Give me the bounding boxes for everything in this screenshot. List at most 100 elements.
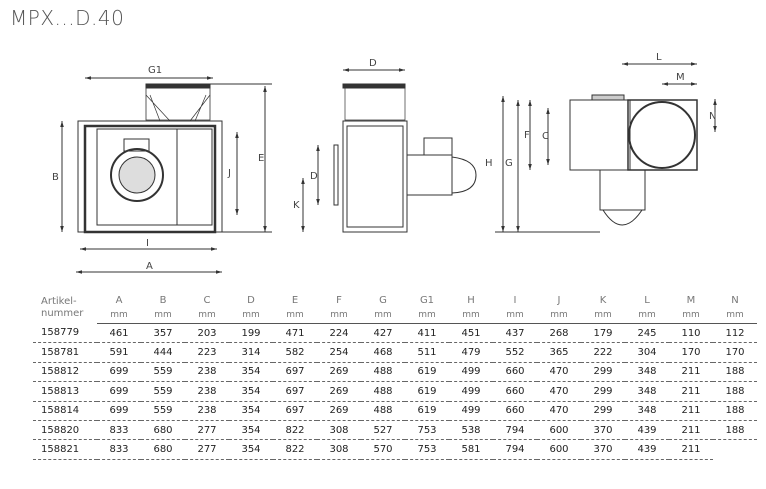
article-number-cell: 158812 bbox=[33, 362, 97, 383]
dimension-cell: 470 bbox=[537, 401, 581, 421]
dimension-cell: 224 bbox=[317, 323, 361, 344]
dimension-cell: 299 bbox=[581, 362, 625, 383]
dimension-cell: 112 bbox=[713, 323, 757, 344]
end-view bbox=[495, 62, 717, 233]
dimension-cell: 511 bbox=[405, 342, 449, 363]
dimension-cell: 488 bbox=[361, 362, 405, 383]
dimension-cell: 559 bbox=[141, 362, 185, 383]
dimension-cell: 570 bbox=[361, 439, 405, 460]
dimension-cell: 188 bbox=[713, 362, 757, 383]
dimension-cell: 354 bbox=[229, 362, 273, 383]
dimension-cell: 468 bbox=[361, 342, 405, 363]
dimension-cell: 488 bbox=[361, 401, 405, 421]
dimension-cell: 238 bbox=[185, 362, 229, 383]
dimension-cell: 619 bbox=[405, 381, 449, 402]
unit-label: mm bbox=[405, 307, 449, 324]
dimension-cell: 354 bbox=[229, 401, 273, 421]
dimension-cell: 269 bbox=[317, 401, 361, 421]
unit-label: mm bbox=[361, 307, 405, 324]
dimension-cell: 822 bbox=[273, 439, 317, 460]
dimension-cell: 470 bbox=[537, 362, 581, 383]
dimension-cell: 600 bbox=[537, 420, 581, 441]
dimension-cell: 697 bbox=[273, 362, 317, 383]
dimension-cell: 822 bbox=[273, 420, 317, 441]
dimension-cell: 552 bbox=[493, 342, 537, 363]
unit-label: mm bbox=[669, 307, 713, 324]
unit-label: mm bbox=[537, 307, 581, 324]
dimension-cell: 499 bbox=[449, 401, 493, 421]
article-number-cell: 158821 bbox=[33, 439, 97, 460]
dimension-cell: 365 bbox=[537, 342, 581, 363]
technical-drawings: G1 E B J I A D D K H G F C L M N bbox=[52, 52, 717, 274]
dimension-cell: 277 bbox=[185, 420, 229, 441]
column-header: L bbox=[644, 294, 650, 306]
dim-label-d-top: D bbox=[369, 58, 377, 69]
dimension-cell: 699 bbox=[97, 362, 141, 383]
dimension-cell: 753 bbox=[405, 420, 449, 441]
dimension-cell: 203 bbox=[185, 323, 229, 344]
dimension-cell: 591 bbox=[97, 342, 141, 363]
dimension-cell: 314 bbox=[229, 342, 273, 363]
dimension-cell: 439 bbox=[625, 420, 669, 441]
dimension-cell: 110 bbox=[669, 323, 713, 344]
dimension-cell: 471 bbox=[273, 323, 317, 344]
dimension-cell: 479 bbox=[449, 342, 493, 363]
dimension-cell: 444 bbox=[141, 342, 185, 363]
column-header: G bbox=[379, 294, 387, 306]
dimension-cell: 370 bbox=[581, 420, 625, 441]
unit-label: mm bbox=[449, 307, 493, 324]
dimension-cell: 600 bbox=[537, 439, 581, 460]
dimension-cell: 299 bbox=[581, 381, 625, 402]
dim-label-f: F bbox=[524, 130, 530, 141]
document-title: MPX...D.40 bbox=[10, 6, 125, 30]
dimension-cell: 269 bbox=[317, 362, 361, 383]
dimension-cell: 697 bbox=[273, 401, 317, 421]
dimension-cell: 211 bbox=[669, 420, 713, 441]
dimension-cell: 794 bbox=[493, 420, 537, 441]
dimension-cell: 461 bbox=[97, 323, 141, 344]
dimension-cell: 538 bbox=[449, 420, 493, 441]
dim-label-c: C bbox=[542, 131, 549, 142]
dimension-cell: 619 bbox=[405, 401, 449, 421]
dimension-cell: 699 bbox=[97, 401, 141, 421]
dimension-cell: 833 bbox=[97, 439, 141, 460]
column-header: H bbox=[467, 294, 475, 306]
dimension-cell: 268 bbox=[537, 323, 581, 344]
column-header: C bbox=[203, 294, 211, 306]
dimension-cell: 680 bbox=[141, 439, 185, 460]
dimension-cell: 697 bbox=[273, 381, 317, 402]
dimension-cell: 199 bbox=[229, 323, 273, 344]
dimension-cell: 488 bbox=[361, 381, 405, 402]
dimension-cell: 211 bbox=[669, 439, 713, 460]
dimension-cell: 794 bbox=[493, 439, 537, 460]
unit-label: mm bbox=[713, 307, 757, 324]
unit-label: mm bbox=[141, 307, 185, 324]
dim-label-b: B bbox=[52, 172, 59, 183]
dim-label-a: A bbox=[146, 261, 153, 272]
dim-label-m: M bbox=[676, 72, 685, 83]
dimension-cell: 470 bbox=[537, 381, 581, 402]
column-header: J bbox=[557, 294, 561, 306]
dimension-cell: 179 bbox=[581, 323, 625, 344]
dimension-cell: 499 bbox=[449, 381, 493, 402]
dimension-cell: 348 bbox=[625, 401, 669, 421]
dim-label-g: G bbox=[505, 158, 513, 169]
dimension-cell: 211 bbox=[669, 381, 713, 402]
dim-label-i: I bbox=[146, 238, 149, 249]
dimension-cell: 427 bbox=[361, 323, 405, 344]
side-view bbox=[301, 68, 477, 233]
column-header: E bbox=[291, 294, 299, 306]
dimension-cell: 188 bbox=[713, 381, 757, 402]
article-number-cell: 158814 bbox=[33, 401, 97, 421]
dimension-cell: 582 bbox=[273, 342, 317, 363]
dimension-cell: 188 bbox=[713, 420, 757, 441]
dim-label-g1: G1 bbox=[148, 65, 162, 76]
dimension-cell: 304 bbox=[625, 342, 669, 363]
column-header: A bbox=[115, 294, 123, 306]
dimension-cell: 559 bbox=[141, 381, 185, 402]
